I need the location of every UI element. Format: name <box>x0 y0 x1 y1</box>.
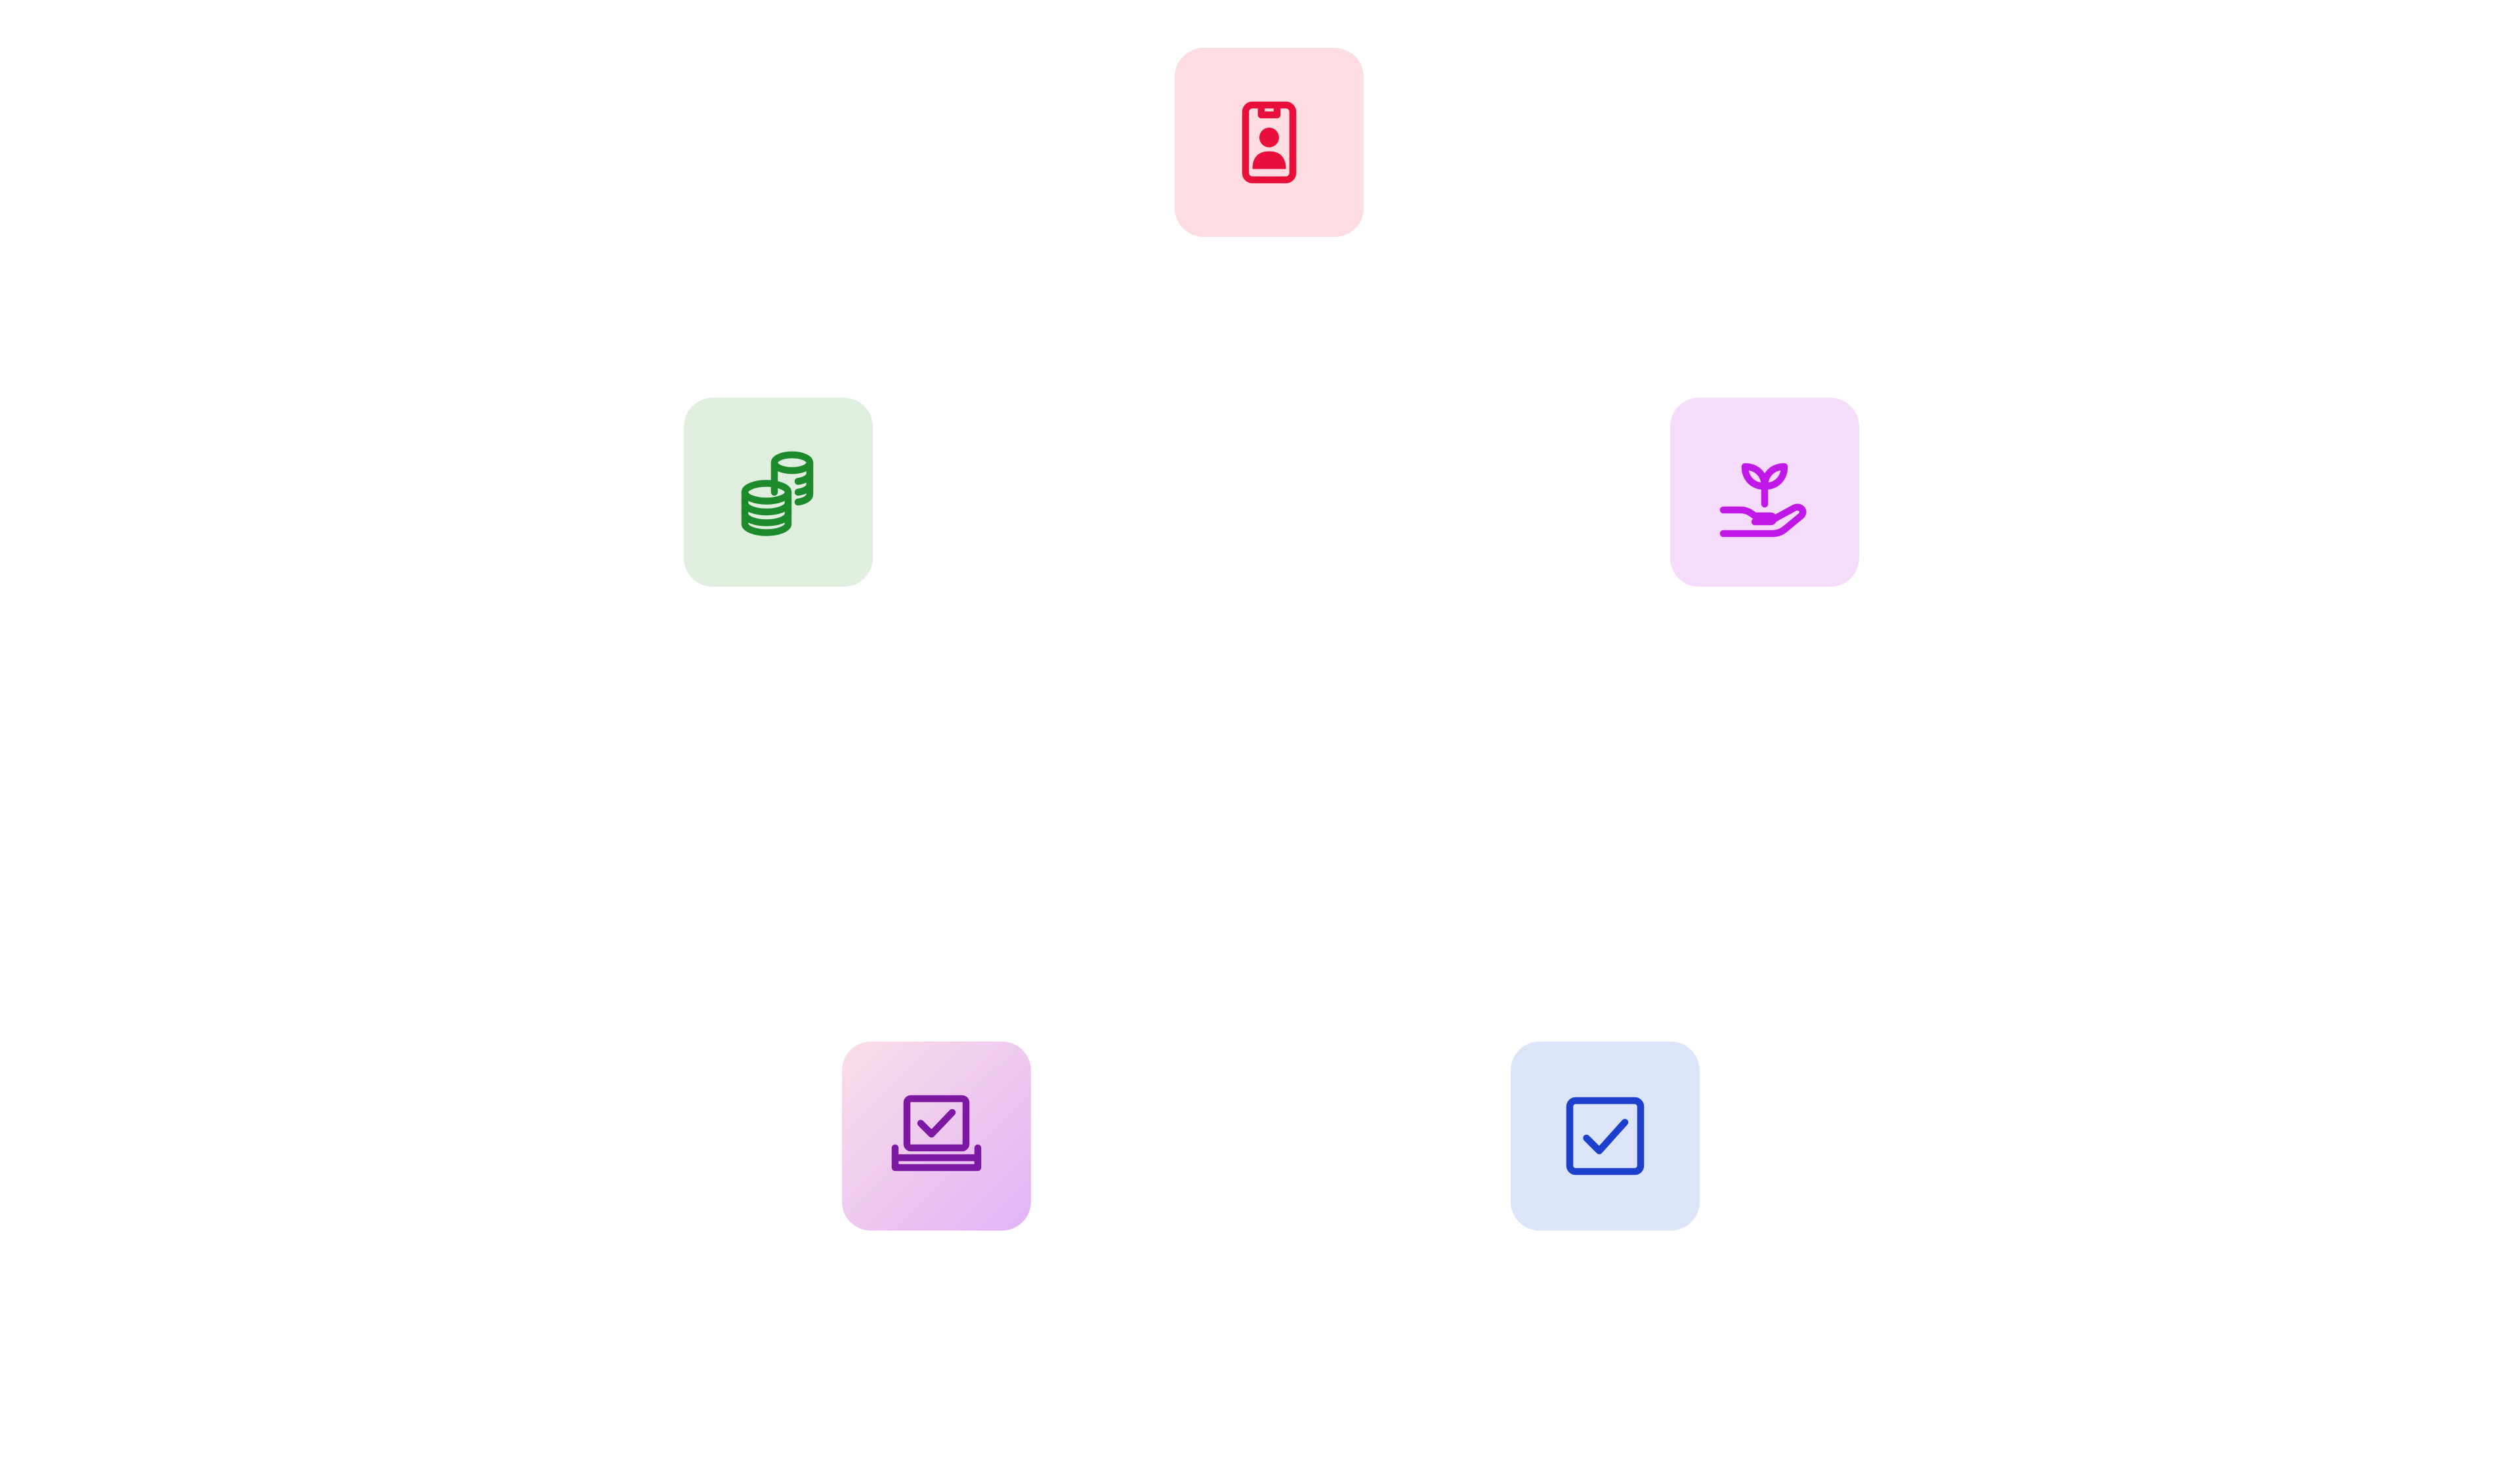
laptop-check-tile <box>842 1042 1031 1231</box>
coins-tile <box>684 398 873 587</box>
growth-tile <box>1670 398 1859 587</box>
id-badge-tile <box>1175 48 1364 237</box>
laptop-checkmark-icon <box>891 1095 982 1172</box>
checkbox-icon <box>1566 1097 1645 1175</box>
coin-stack-icon <box>741 451 814 536</box>
checkbox-tile <box>1511 1042 1700 1231</box>
plant-in-hand-icon <box>1719 463 1807 538</box>
id-badge-icon <box>1242 101 1297 184</box>
